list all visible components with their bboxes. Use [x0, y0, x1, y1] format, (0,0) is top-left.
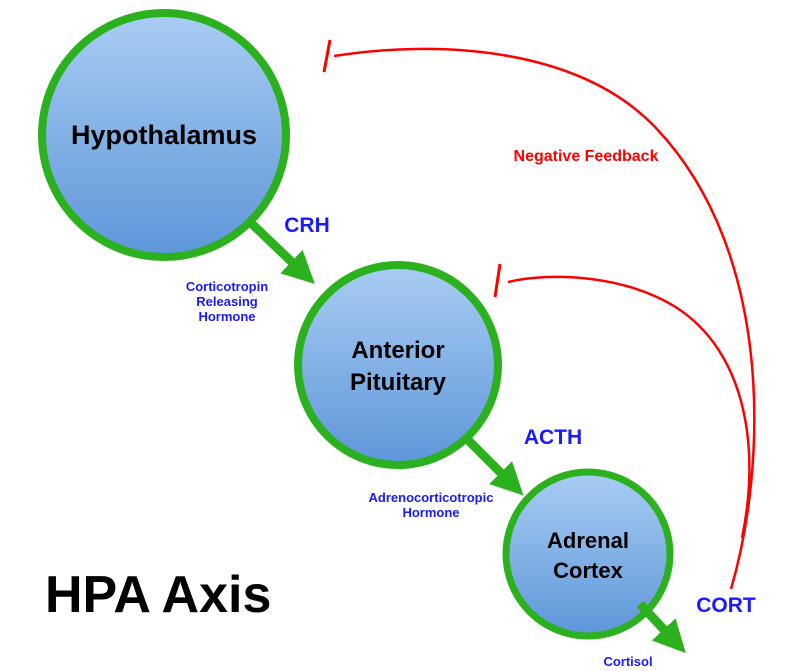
cort-arrow	[636, 600, 686, 654]
crh-full-name-line3: Hormone	[198, 309, 255, 324]
crh-full-name-line2: Releasing	[196, 294, 257, 309]
acth-full-name-line1: Adrenocorticotropic	[369, 490, 494, 505]
node-hypothalamus: Hypothalamus	[38, 9, 290, 261]
node-anterior-pituitary: Anterior Pituitary	[294, 261, 502, 469]
cort-full-name-line1: Cortisol	[603, 654, 652, 669]
anterior-pituitary-label-line2: Pituitary	[350, 369, 447, 396]
diagram-title: HPA Axis	[45, 566, 271, 624]
acth-full-name-line2: Hormone	[402, 505, 459, 520]
cort-abbr-label: CORT	[696, 594, 756, 617]
inhibition-bar-hypothalamus-icon	[322, 39, 332, 73]
node-adrenal-cortex: Adrenal Cortex	[502, 468, 674, 640]
adrenal-cortex-label-line2: Cortex	[553, 558, 623, 583]
anterior-pituitary-circle	[294, 261, 502, 469]
negative-feedback-label: Negative Feedback	[514, 148, 659, 165]
adrenal-cortex-label-line1: Adrenal	[547, 528, 629, 553]
crh-arrow	[246, 218, 315, 285]
hypothalamus-label: Hypothalamus	[71, 120, 257, 150]
hypothalamus-circle	[38, 9, 290, 261]
crh-full-name-line1: Corticotropin	[186, 279, 268, 294]
acth-arrow	[461, 433, 524, 496]
feedback-curve-to-pituitary	[507, 275, 751, 539]
crh-abbr-label: CRH	[284, 214, 330, 237]
feedback-curve-to-hypothalamus	[333, 47, 756, 590]
adrenal-cortex-circle	[502, 468, 674, 640]
inhibition-bar-pituitary-icon	[493, 263, 502, 298]
anterior-pituitary-label-line1: Anterior	[351, 337, 444, 364]
acth-abbr-label: ACTH	[524, 426, 582, 449]
negative-feedback-group: Negative Feedback	[322, 39, 756, 590]
